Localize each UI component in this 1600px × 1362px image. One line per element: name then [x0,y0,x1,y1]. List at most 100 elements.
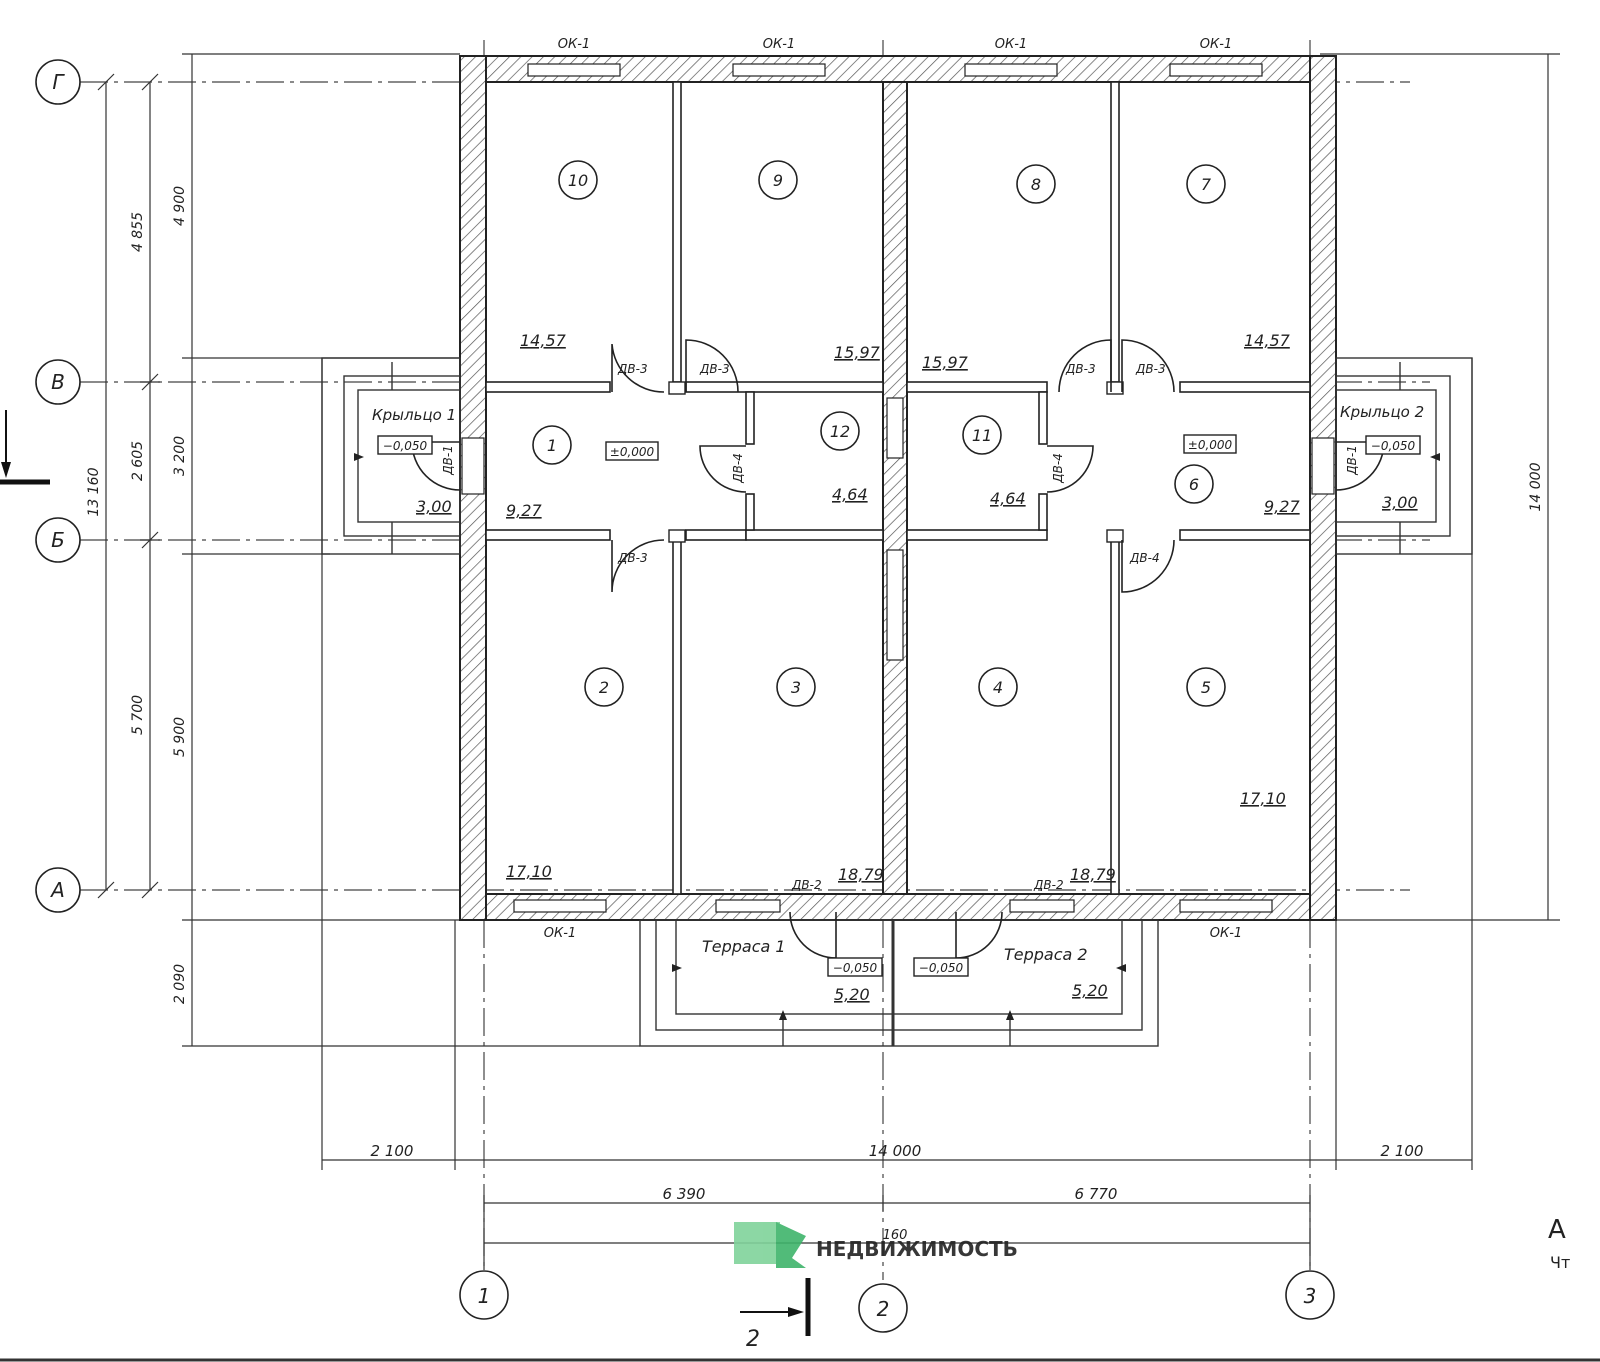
door-label: ДВ-2 [791,878,822,892]
porch-area: 3,00 [1382,493,1418,512]
svg-text:1: 1 [547,436,557,455]
svg-text:9: 9 [773,171,783,190]
axis-label-a: А [49,878,65,902]
room-marker: 4 [978,667,1018,707]
axis-label-g: Г [52,70,65,94]
room-marker: 3 [776,667,816,707]
dim-span-right: 6 770 [1075,1185,1118,1203]
room-marker: 11 [962,415,1002,455]
svg-text:±0,000: ±0,000 [610,445,655,459]
svg-text:7: 7 [1201,175,1212,194]
svg-text:11: 11 [972,426,992,445]
dim-left-outer: 13 160 [86,467,102,516]
window-label: ОК-1 [995,37,1027,52]
porch-label: Крыльцо 2 [1340,403,1424,421]
door-label: ДВ-3 [1135,362,1166,376]
svg-text:−0,050: −0,050 [383,439,428,453]
axis-bubble-3: 3 [1285,1270,1335,1320]
dim-right-total: 14 000 [1528,462,1544,511]
level-mark: −0,050 [913,957,969,977]
door-label: ДВ-3 [1065,362,1096,376]
room-area: 14,57 [520,331,567,350]
svg-text:5: 5 [1201,678,1211,697]
axis-bubble-g: Г [35,59,81,105]
room-marker: 5 [1186,667,1226,707]
room-area: 4,64 [990,489,1026,508]
porches-terraces [321,357,1473,1047]
dim-terrace-depth: 2 090 [172,964,188,1004]
room-marker: 2 [584,667,624,707]
room-marker: 7 [1186,164,1226,204]
dim-bottom-right: 2 100 [1381,1142,1424,1160]
door-label: ДВ-3 [699,362,730,376]
axis-label-b: Б [51,528,65,552]
door-label: ДВ-4 [1051,453,1065,484]
axis-bubble-2: 2 [858,1283,908,1333]
svg-text:−0,050: −0,050 [1371,439,1416,453]
axis-label-2: 2 [877,1297,890,1321]
room-area: 17,10 [506,862,552,881]
room-area: 4,64 [832,485,868,504]
section-mark-bottom: 2 [740,1278,811,1352]
section-mark-left [0,410,50,485]
room-marker: 1 [532,425,572,465]
dimension-lines [97,53,1560,1270]
door-label: ДВ-1 [441,445,455,476]
svg-text:±0,000: ±0,000 [1188,438,1233,452]
dim-left-mid-1: 4 855 [130,212,146,252]
level-mark: −0,050 [827,957,883,977]
section-mark-label: 2 [746,1327,760,1352]
axis-bubble-v: В [35,359,81,405]
walls [459,55,1337,921]
svg-text:3: 3 [791,678,801,697]
axis-label-1: 1 [478,1284,491,1308]
room-marker: 8 [1016,164,1056,204]
terrace-label: Терраса 1 [702,937,786,956]
window-label: ОК-1 [1210,926,1242,941]
svg-text:6: 6 [1189,475,1199,494]
room-area: 18,79 [838,865,884,884]
watermark-logo: НЕДВИЖИМОСТЬ [734,1222,1018,1268]
dim-left-inner-2: 3 200 [172,436,188,476]
grid-axes [80,40,1430,1280]
room-marker: 6 [1174,464,1214,504]
level-mark: ±0,000 [605,441,659,461]
dim-bottom-center: 14 000 [869,1142,922,1160]
terrace-area: 5,20 [1072,981,1108,1000]
window-label: ОК-1 [763,37,795,52]
dim-span-overall: 160 [883,1228,908,1243]
axis-label-3: 3 [1304,1284,1317,1308]
svg-text:2: 2 [599,678,609,697]
dim-left-inner-1: 4 900 [172,186,188,226]
room-area: 17,10 [1240,789,1286,808]
door-label: ДВ-2 [1033,878,1064,892]
axis-bubble-b: Б [35,517,81,563]
terrace-area: 5,20 [834,985,870,1004]
svg-text:−0,050: −0,050 [919,961,964,975]
room-area: 15,97 [834,343,881,362]
svg-text:8: 8 [1031,175,1041,194]
door-label: ДВ-3 [617,362,648,376]
room-marker: 12 [820,411,860,451]
level-mark: ±0,000 [1183,434,1237,454]
door-label: ДВ-4 [731,453,745,484]
window-label: ОК-1 [544,926,576,941]
svg-text:12: 12 [830,422,850,441]
room-area: 9,27 [506,501,542,520]
dim-span-left: 6 390 [663,1185,706,1203]
window-label: ОК-1 [1200,37,1232,52]
terrace-label: Терраса 2 [1004,945,1088,964]
edge-text: Чт [1550,1253,1570,1272]
axis-label-v: В [51,370,65,394]
dim-bottom-left: 2 100 [371,1142,414,1160]
porch-area: 3,00 [416,497,452,516]
door-label: ДВ-3 [617,551,648,565]
porch-label: Крыльцо 1 [372,406,456,424]
edge-text: А [1548,1215,1566,1245]
room-marker: 9 [758,160,798,200]
room-marker: 10 [558,160,598,200]
dim-left-mid-3: 5 700 [130,695,146,735]
room-area: 18,79 [1070,865,1116,884]
window-label: ОК-1 [558,37,590,52]
svg-text:10: 10 [568,171,588,190]
